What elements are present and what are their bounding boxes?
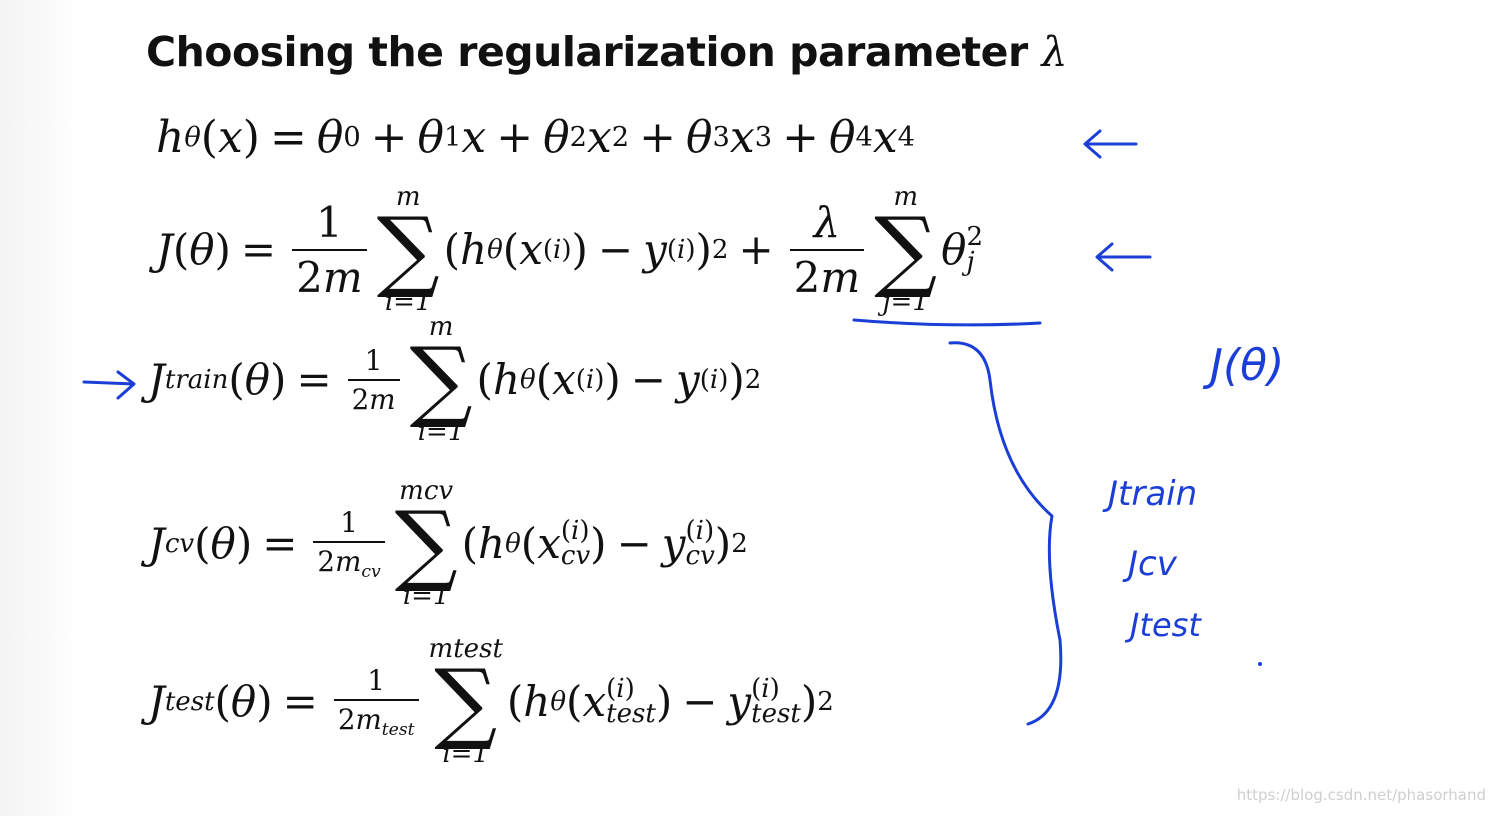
- handwritten-j-train: Jtrain: [1102, 474, 1197, 514]
- test-sum-upper: mtest: [428, 634, 503, 664]
- cv-sum-lower: i=1: [402, 581, 450, 612]
- cost-sum1-lower: i=1: [384, 287, 432, 318]
- ink-dot: [1258, 662, 1262, 666]
- cost-sum1-upper: m: [395, 182, 421, 212]
- handwritten-j-test: Jtest: [1124, 606, 1202, 644]
- curly-brace: [948, 341, 1063, 726]
- arrow-left-icon: [1095, 242, 1152, 272]
- arrow-left-icon: [1083, 129, 1138, 159]
- cost-sum2-lower: j=1: [882, 287, 929, 318]
- title-lambda: λ: [1041, 28, 1067, 76]
- watermark: https://blog.csdn.net/phasorhand: [1236, 786, 1486, 804]
- test-sum-lower: i=1: [442, 739, 490, 770]
- handwritten-j-theta: J(θ): [1202, 340, 1284, 391]
- cv-sum-upper: mcv: [399, 476, 454, 506]
- slide-title: Choosing the regularization parameter λ: [146, 28, 1067, 76]
- train-sum-upper: m: [428, 312, 454, 342]
- arrow-right-icon: [82, 370, 136, 400]
- handwritten-j-cv: Jcv: [1122, 544, 1178, 584]
- left-shade: [0, 0, 80, 816]
- title-text: Choosing the regularization parameter: [146, 28, 1028, 76]
- train-sum-lower: i=1: [417, 417, 465, 448]
- underline-stroke: [852, 318, 1042, 327]
- cost-sum2-upper: m: [893, 182, 919, 212]
